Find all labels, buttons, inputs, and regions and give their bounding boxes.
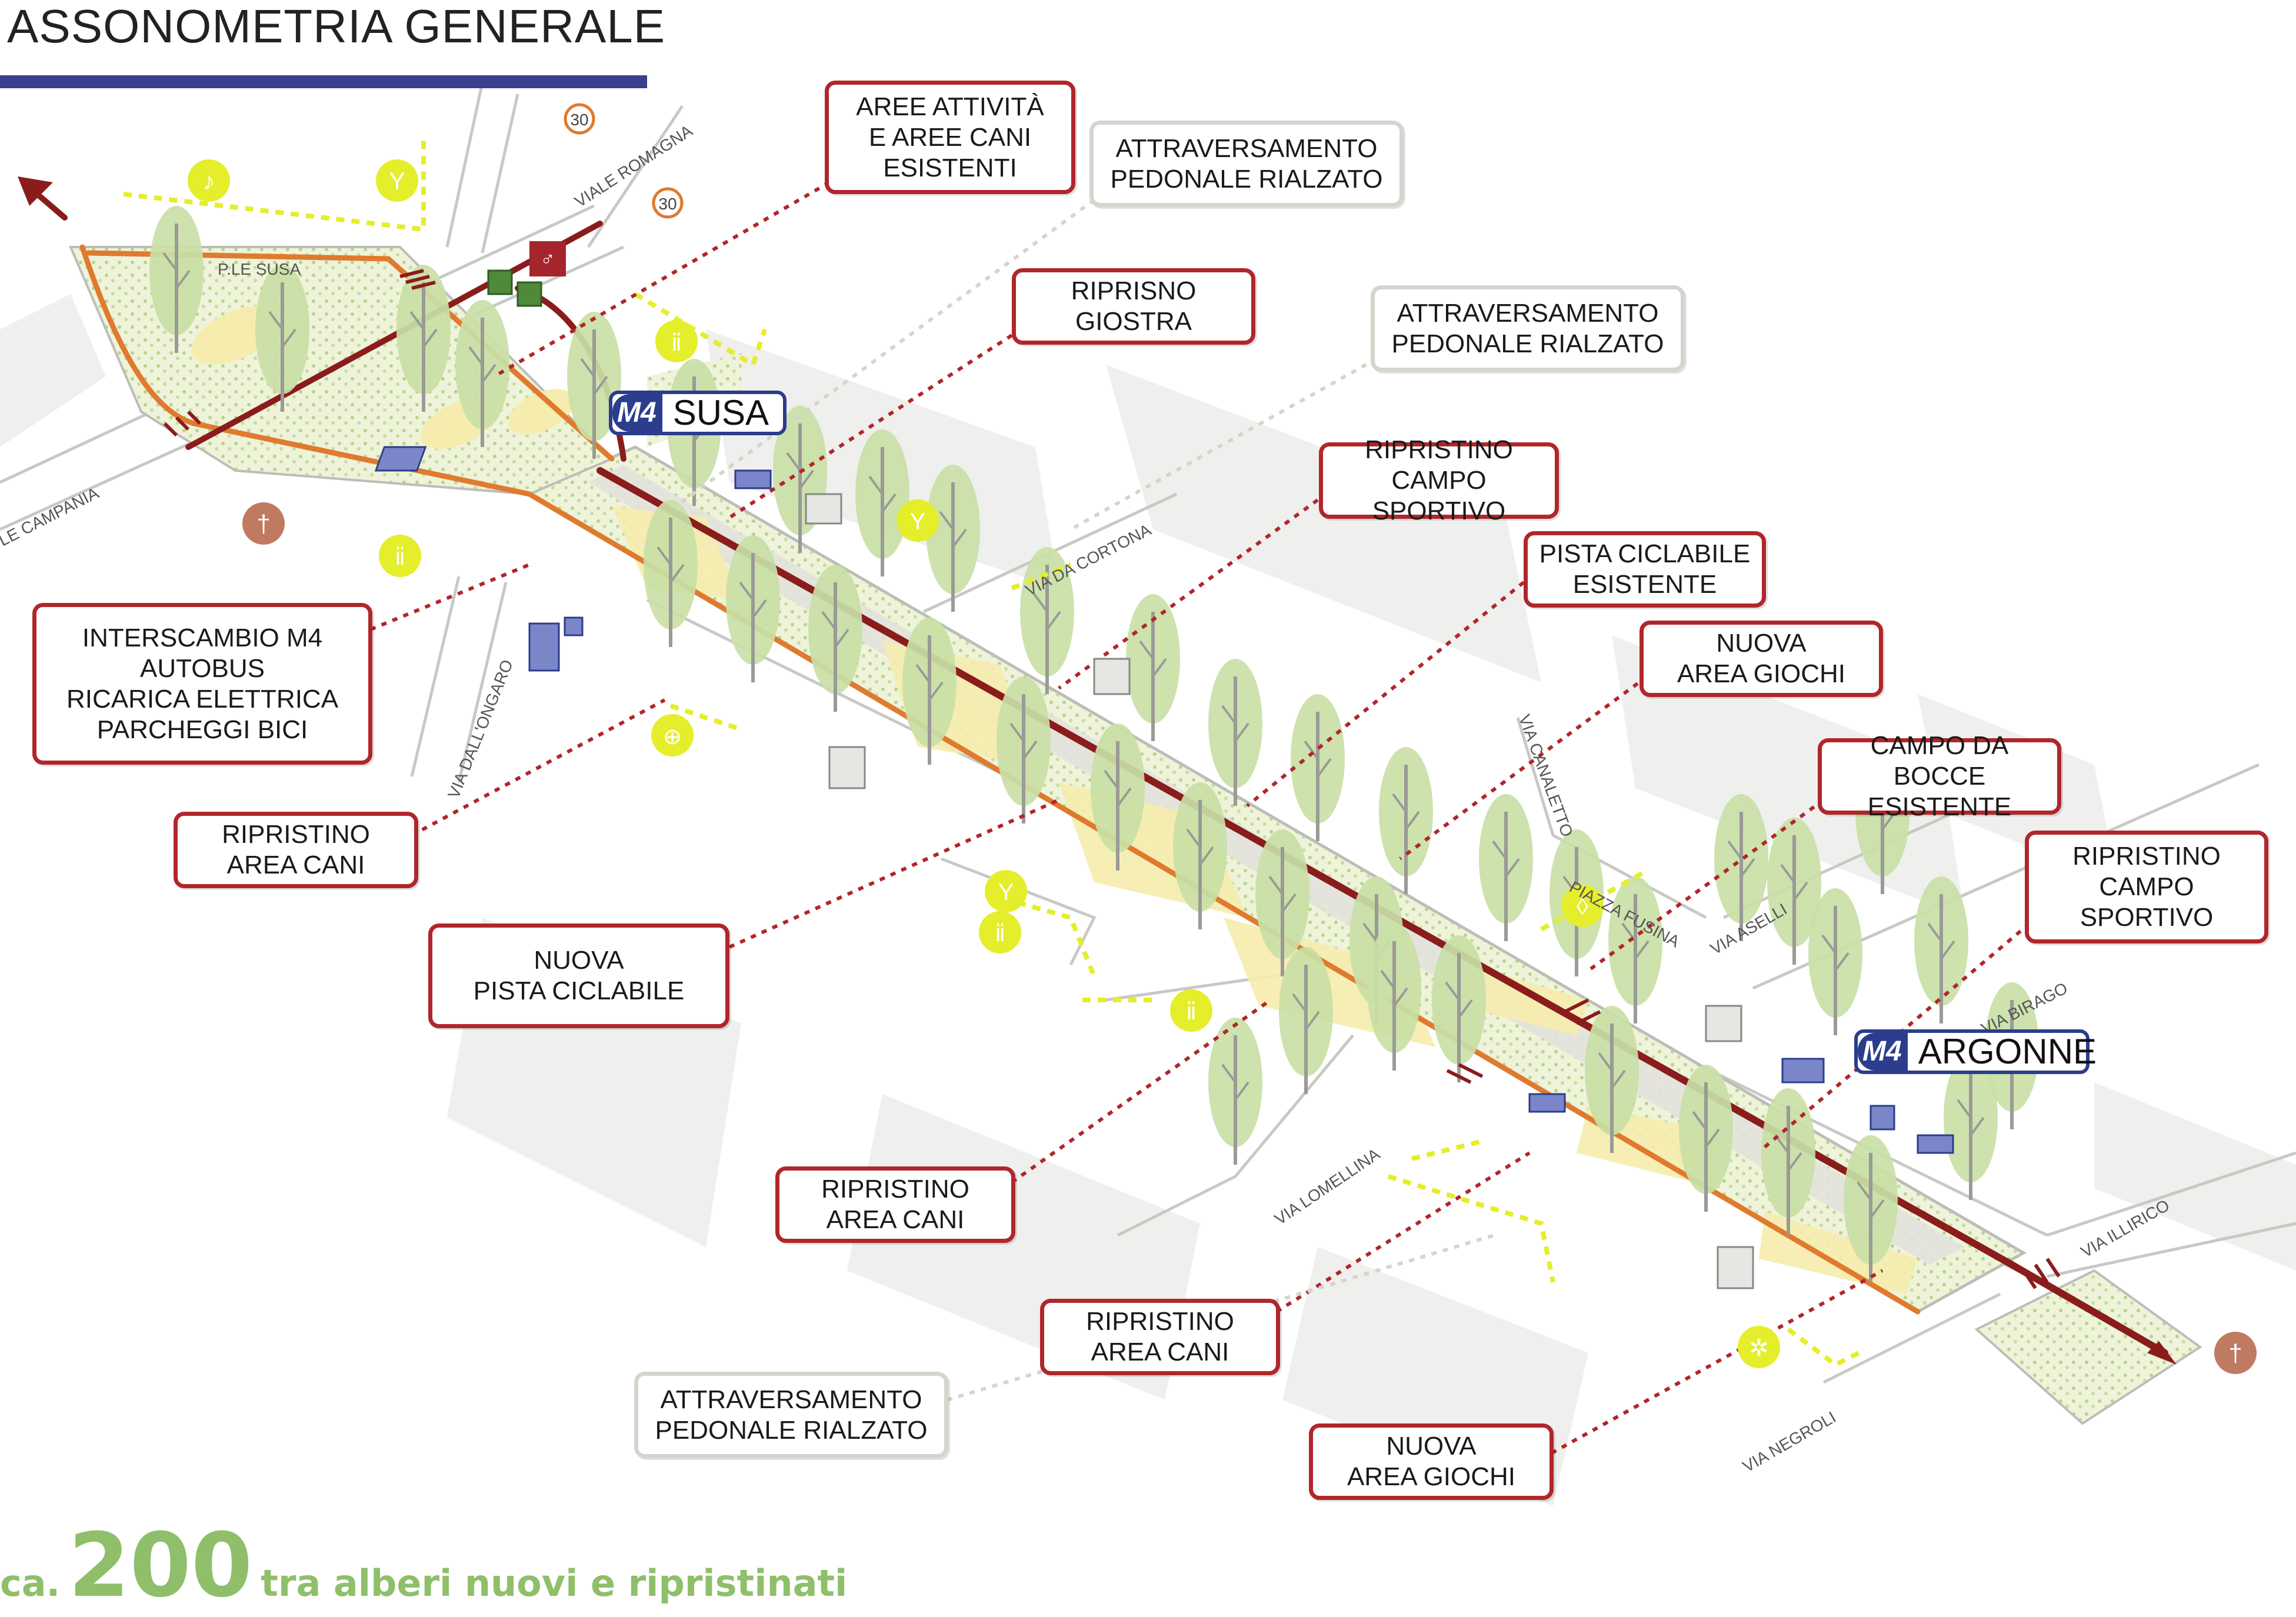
page-title: ASSONOMETRIA GENERALE	[7, 0, 666, 52]
svg-text:†: †	[256, 510, 270, 538]
svg-text:◊: ◊	[1577, 894, 1588, 920]
restaurant-icon: ⅱ	[979, 911, 1021, 953]
svg-text:30: 30	[658, 195, 677, 213]
restaurant-icon: ⅱ	[379, 535, 421, 577]
shelters	[374, 446, 1954, 1289]
cocktail-icon: Y	[376, 159, 418, 202]
leader-lines	[369, 181, 2031, 1461]
svg-text:†: †	[2228, 1339, 2242, 1367]
speed-sign: 30	[564, 103, 595, 135]
church-icon: †	[242, 502, 285, 545]
restaurant-icon: ⅱ	[1170, 989, 1212, 1032]
restaurant-icon: ⅱ	[655, 320, 698, 362]
svg-text:♂: ♂	[540, 248, 555, 271]
svg-text:Y: Y	[910, 509, 926, 535]
music-icon: ♪	[188, 159, 230, 202]
svg-text:♪: ♪	[203, 167, 215, 195]
recycling-bins	[487, 269, 542, 307]
svg-text:ⅱ: ⅱ	[1186, 999, 1197, 1025]
street-label: P.LE SUSA	[218, 260, 301, 278]
church-icon: †	[2214, 1332, 2257, 1374]
station-name: SUSA	[672, 393, 769, 432]
tree-count-number: 200	[68, 1515, 253, 1617]
svg-text:⊕: ⊕	[663, 725, 682, 749]
metro-station-argonne: M4 ARGONNE	[1854, 1029, 2097, 1074]
crosswalks	[163, 269, 2061, 1289]
bike-sharing-icon: ♂	[529, 241, 566, 276]
tree-count-prefix: ca.	[0, 1562, 61, 1605]
svg-text:30: 30	[570, 111, 588, 129]
svg-text:ⅱ: ⅱ	[395, 544, 405, 570]
svg-text:✲: ✲	[1749, 1335, 1769, 1361]
fountain-icon: ◊	[1561, 885, 1604, 927]
svg-text:Y: Y	[389, 167, 405, 195]
station-name: ARGONNE	[1918, 1032, 2097, 1071]
title-underline	[0, 75, 647, 88]
metro-station-susa: M4 SUSA	[609, 391, 787, 435]
shopping-cart-icon: ⊕	[651, 714, 694, 756]
poi-boundaries	[123, 135, 1860, 1368]
metro-line-badge: M4	[1858, 1033, 1908, 1071]
sun-icon: ✲	[1738, 1326, 1780, 1368]
svg-text:Y: Y	[998, 879, 1014, 905]
metro-line-badge: M4	[612, 394, 662, 432]
svg-text:ⅱ: ⅱ	[995, 921, 1005, 946]
svg-text:ⅱ: ⅱ	[671, 330, 682, 356]
tree-count-suffix: tra alberi nuovi e ripristinati	[261, 1562, 848, 1605]
speed-sign: 30	[652, 187, 684, 219]
cocktail-icon: Y	[897, 499, 939, 542]
cocktail-icon: Y	[985, 870, 1027, 912]
